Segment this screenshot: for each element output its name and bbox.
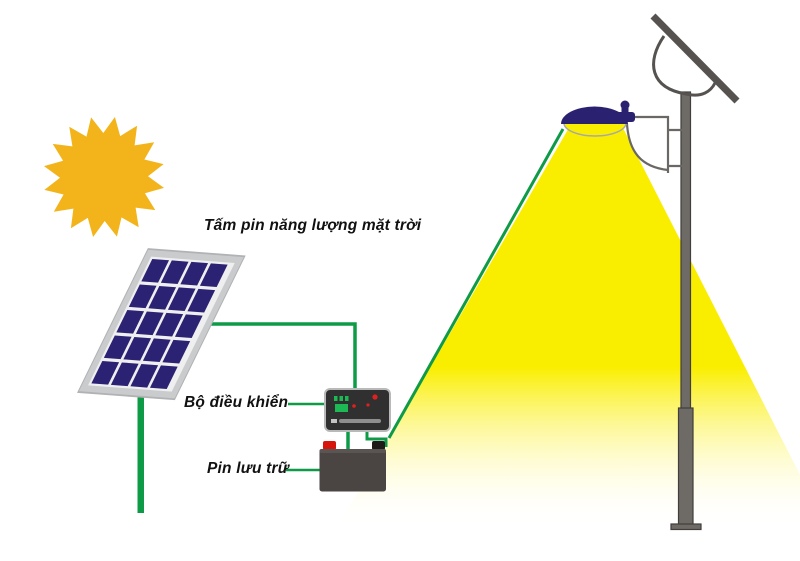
street-pole-lower — [677, 407, 694, 527]
panel-cell — [141, 258, 170, 283]
controller-led — [339, 396, 343, 401]
panel-cell — [110, 362, 139, 387]
panel-cell — [130, 363, 159, 388]
panel-cell — [187, 288, 216, 313]
controller-led — [345, 396, 349, 401]
battery-body-highlight — [319, 449, 386, 453]
lamp-knob-pin — [621, 105, 629, 118]
controller-label-tag — [331, 419, 337, 423]
panel-cell — [149, 365, 178, 390]
solar-panel-cells — [91, 258, 228, 390]
label-controller: Bộ điều khiển — [184, 394, 289, 411]
panel-cell — [148, 285, 177, 310]
panel-cell — [103, 335, 132, 360]
panel-cell — [160, 260, 189, 285]
wire-panel-to-controller — [200, 322, 357, 390]
wires — [200, 128, 565, 472]
solar-panel-post — [137, 390, 144, 513]
sun-icon — [44, 117, 164, 237]
panel-cell — [167, 287, 196, 312]
panel-cell — [142, 338, 171, 363]
lamp-arm-arc — [625, 123, 669, 172]
controller-device — [324, 388, 391, 432]
battery-body — [319, 449, 386, 492]
controller-led — [352, 404, 356, 408]
controller-led — [334, 396, 338, 401]
panel-cell — [155, 312, 184, 337]
controller-terminal-strip — [339, 419, 381, 423]
lamp-arm — [625, 115, 682, 173]
battery — [319, 441, 386, 492]
controller-display — [335, 404, 348, 412]
street-light — [561, 13, 740, 531]
panel-cell — [128, 284, 157, 309]
panel-cell — [91, 361, 120, 385]
street-pole-base — [670, 523, 702, 531]
panel-cell — [135, 311, 164, 336]
panel-cell — [174, 314, 203, 339]
lamp-lens — [563, 122, 627, 137]
wire-lamp — [387, 128, 565, 439]
label-solar-panel: Tấm pin năng lượng mặt trời — [204, 217, 422, 234]
wire-controller-to-battery-terminal — [365, 429, 388, 447]
street-pole-upper — [680, 91, 692, 413]
panel-cell — [123, 336, 152, 361]
controller-led — [366, 403, 370, 407]
light-cone — [318, 126, 800, 561]
pole-panel-bracket — [652, 35, 717, 97]
panel-cell — [116, 309, 145, 334]
panel-cell — [180, 261, 209, 286]
lamp-head — [561, 106, 628, 124]
pole-solar-panel-bar — [650, 13, 740, 104]
panel-cell — [162, 339, 191, 364]
battery-terminal-positive — [323, 441, 336, 450]
label-battery: Pin lưu trữ — [207, 460, 290, 477]
controller-led — [372, 394, 378, 400]
solar-panel — [77, 248, 246, 513]
panel-cell — [199, 263, 228, 287]
battery-terminal-negative — [372, 441, 385, 450]
